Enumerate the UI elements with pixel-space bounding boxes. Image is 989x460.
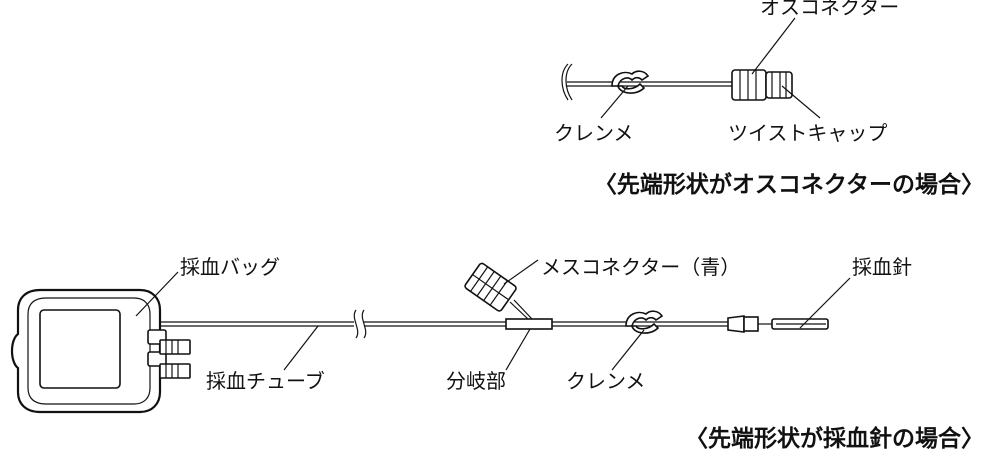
leader-branch <box>505 328 531 371</box>
caption-bottom: 〈先端形状が採血針の場合〉 <box>685 425 984 452</box>
female-connector <box>464 262 517 312</box>
label-top-clamp: クレンメ <box>554 121 633 145</box>
top-tube-end-curve <box>561 63 569 101</box>
leader-blood-bag <box>135 271 179 317</box>
leader-needle <box>799 277 851 329</box>
label-branch: 分岐部 <box>446 369 506 393</box>
male-connector <box>731 69 793 101</box>
bottom-clamp <box>625 310 664 334</box>
label-bottom-clamp: クレンメ <box>566 369 645 393</box>
caption-top: 〈先端形状がオスコネクターの場合〉 <box>594 171 984 198</box>
leader-female-connector <box>503 259 539 285</box>
leader-twist-cap <box>781 85 821 119</box>
leader-male-connector <box>751 17 796 75</box>
leader-bottom-clamp <box>611 329 645 371</box>
leader-top-clamp <box>600 85 629 119</box>
label-male-connector: オスコネクター <box>760 0 899 19</box>
label-blood-tube: 採血チューブ <box>206 369 325 393</box>
label-needle: 採血針 <box>852 255 912 279</box>
tube-break-mark-2 <box>361 309 367 339</box>
branch-junction <box>505 299 553 330</box>
blood-bag <box>10 288 191 414</box>
blood-needle <box>727 315 829 333</box>
top-diagram: オスコネクター クレンメ ツイストキャップ 〈先端形状がオスコネクターの場合〉 <box>554 0 984 198</box>
label-female-connector: メスコネクター（青） <box>541 255 740 279</box>
label-twist-cap: ツイストキャップ <box>728 121 887 145</box>
top-tube-end-curve-2 <box>565 63 573 101</box>
leader-blood-tube <box>283 325 319 371</box>
label-blood-bag: 採血バッグ <box>180 255 280 279</box>
tube-break-mark <box>353 309 359 339</box>
bottom-diagram: 採血バッグ メスコネクター（青） 採血針 採血チューブ 分岐部 クレンメ 〈先端… <box>10 255 984 452</box>
